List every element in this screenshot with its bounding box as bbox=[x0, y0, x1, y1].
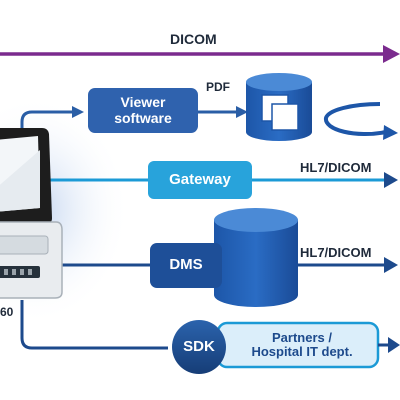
sdk-circle bbox=[172, 320, 226, 374]
device-connector-lines bbox=[20, 106, 168, 350]
dms-database-cylinder bbox=[214, 208, 298, 307]
viewer-label-line1: Viewer bbox=[120, 94, 166, 111]
dms-arrowhead bbox=[384, 257, 398, 273]
gateway-box bbox=[148, 161, 252, 199]
viewer-software-label: Viewer software bbox=[88, 88, 198, 133]
gateway-output-label: HL7/DICOM bbox=[300, 160, 372, 175]
partners-label-line1: Partners / bbox=[272, 329, 332, 345]
partners-label-line2: Hospital IT dept. bbox=[251, 344, 353, 359]
dicom-label: DICOM bbox=[170, 31, 217, 47]
pdf-label: PDF bbox=[206, 80, 230, 94]
viewer-arrowhead bbox=[236, 106, 248, 118]
sdk-label: SDK bbox=[183, 337, 215, 355]
dms-output-label: HL7/DICOM bbox=[300, 245, 372, 260]
ecg-device bbox=[0, 128, 63, 299]
viewer-label-line2: software bbox=[114, 109, 172, 126]
dms-box bbox=[150, 243, 222, 288]
device-model-label: 60 bbox=[0, 305, 14, 319]
dms-label: DMS bbox=[169, 256, 203, 274]
partners-arrowhead bbox=[388, 337, 400, 353]
curved-return-arrow bbox=[324, 102, 398, 140]
pdf-archive-cylinder bbox=[246, 73, 312, 141]
gateway-arrowhead bbox=[384, 172, 398, 188]
gateway-label: Gateway bbox=[169, 170, 231, 188]
partners-label: Partners / Hospital IT dept. bbox=[226, 323, 378, 367]
viewer-software-box bbox=[88, 88, 198, 133]
dicom-arrow bbox=[0, 45, 400, 63]
